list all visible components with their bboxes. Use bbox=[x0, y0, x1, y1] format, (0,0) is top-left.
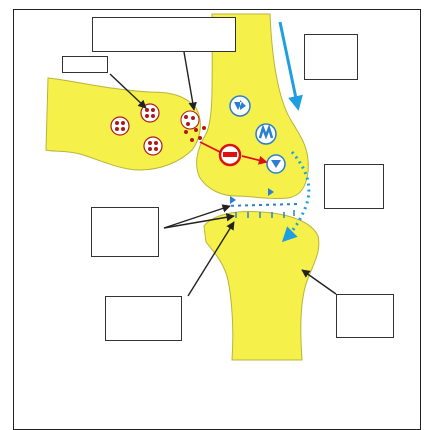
postsynaptic-neuron bbox=[204, 212, 319, 360]
label-box-middle-right[interactable] bbox=[324, 164, 384, 209]
label-box-top-left[interactable] bbox=[62, 56, 108, 73]
synaptic-cleft-receptors bbox=[224, 204, 298, 206]
label-box-top-right[interactable] bbox=[304, 34, 358, 80]
label-box-bottom-left[interactable] bbox=[105, 296, 182, 341]
inhibit-minus-icon bbox=[220, 145, 240, 165]
flow-arrow-down bbox=[280, 22, 298, 108]
label-box-middle-left[interactable] bbox=[91, 207, 159, 257]
label-box-top-center[interactable] bbox=[92, 17, 236, 52]
label-box-bottom-right[interactable] bbox=[336, 294, 394, 338]
